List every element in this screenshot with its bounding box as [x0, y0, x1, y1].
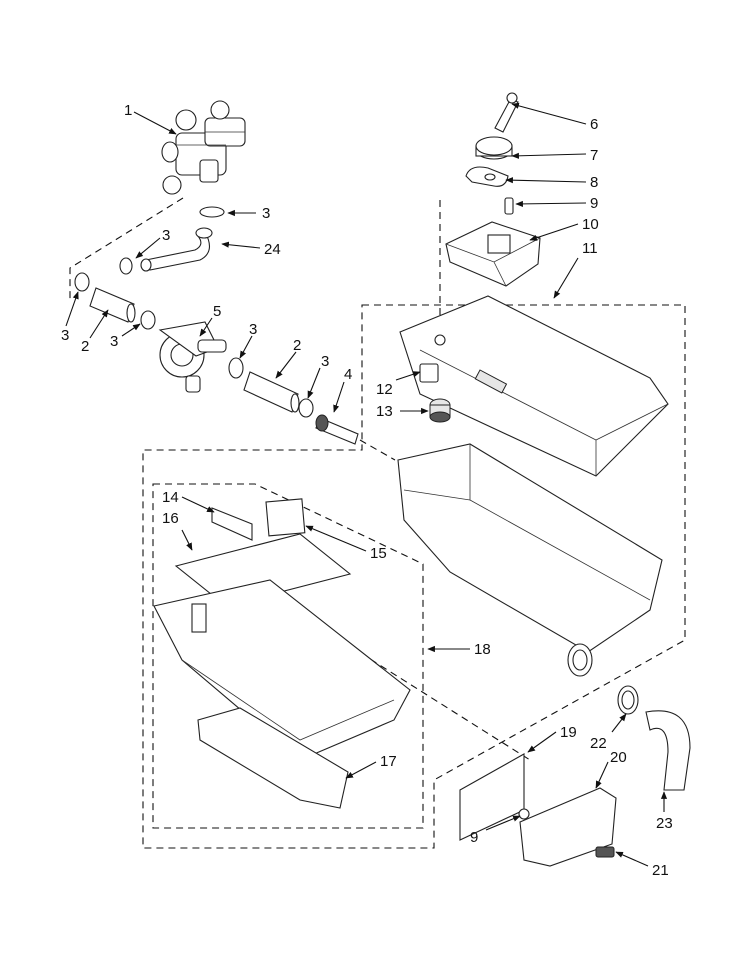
callout-18: 18 — [474, 641, 491, 658]
callout-5: 5 — [213, 303, 221, 320]
callout-12: 12 — [376, 381, 393, 398]
dispenser-drawer-parts — [153, 498, 411, 809]
callout-20: 20 — [610, 749, 627, 766]
callout-9a: 9 — [590, 195, 598, 212]
callout-13: 13 — [376, 403, 393, 420]
actuator-stack-parts — [445, 92, 541, 287]
leader-11 — [553, 257, 579, 299]
leader-7 — [511, 152, 587, 159]
leader-8 — [505, 177, 587, 184]
leader-9b — [485, 815, 521, 831]
callout-4: 4 — [344, 366, 352, 383]
callout-10: 10 — [582, 216, 599, 233]
dispenser-housing-part — [397, 443, 663, 677]
leader-5 — [199, 317, 213, 337]
leader-9a — [515, 200, 587, 207]
callout-3c: 3 — [61, 327, 69, 344]
callout-2b: 2 — [293, 337, 301, 354]
leader-2b — [275, 351, 297, 379]
water-valve-part — [161, 100, 246, 195]
callout-16: 16 — [162, 510, 179, 527]
leader-1 — [133, 111, 177, 135]
callout-24: 24 — [264, 241, 281, 258]
connector-line-4 — [359, 439, 396, 461]
leader-20 — [595, 761, 609, 789]
hose-clamp-parts — [74, 206, 314, 418]
callout-8: 8 — [590, 174, 598, 191]
callout-22: 22 — [590, 735, 607, 752]
leader-12 — [395, 371, 421, 381]
inlet-nozzle-part — [315, 414, 359, 445]
latch-and-cap-parts — [419, 363, 451, 423]
leader-24 — [221, 241, 261, 249]
callout-3f: 3 — [321, 353, 329, 370]
leader-6 — [511, 102, 587, 125]
inlet-hose-part — [140, 227, 213, 272]
leader-3b — [135, 237, 161, 259]
top-cover-part — [399, 295, 669, 477]
leader-16 — [181, 529, 193, 551]
leader-10 — [529, 223, 579, 241]
callout-19: 19 — [560, 724, 577, 741]
callout-6: 6 — [590, 116, 598, 133]
leader-3e — [239, 335, 253, 359]
callout-labels: 1 24 3 3 3 2 3 5 3 2 3 4 6 7 8 9 10 11 1… — [61, 102, 673, 879]
leader-21 — [615, 851, 649, 867]
callout-11: 11 — [582, 240, 598, 257]
leader-19 — [527, 731, 557, 753]
leader-3c — [65, 291, 79, 327]
callout-9b: 9 — [470, 829, 478, 846]
leader-2a — [89, 309, 109, 339]
callout-7: 7 — [590, 147, 598, 164]
callout-3b: 3 — [162, 227, 170, 244]
leader-22 — [611, 713, 627, 733]
leader-17 — [345, 761, 377, 779]
callout-23: 23 — [656, 815, 673, 832]
leader-15 — [305, 525, 367, 552]
leader-14 — [181, 496, 215, 513]
hose-segment-parts — [89, 287, 300, 413]
callout-14: 14 — [162, 489, 179, 506]
drawer-group-outline — [152, 483, 424, 829]
valve-hose-group-outline — [69, 197, 184, 300]
leader-4 — [333, 381, 345, 413]
leader-lines — [65, 102, 668, 867]
dispenser-housing-group-outline — [142, 304, 686, 849]
callout-3a: 3 — [262, 205, 270, 222]
front-panel-parts — [459, 685, 691, 867]
leader-3f — [307, 367, 321, 399]
callout-3d: 3 — [110, 333, 118, 350]
siphon-valve-part — [158, 321, 227, 393]
callout-3e: 3 — [249, 321, 257, 338]
callout-2a: 2 — [81, 338, 89, 355]
callout-21: 21 — [652, 862, 669, 879]
leader-3d — [121, 323, 141, 337]
callout-17: 17 — [380, 753, 397, 770]
callout-1: 1 — [124, 102, 132, 119]
callout-15: 15 — [370, 545, 387, 562]
